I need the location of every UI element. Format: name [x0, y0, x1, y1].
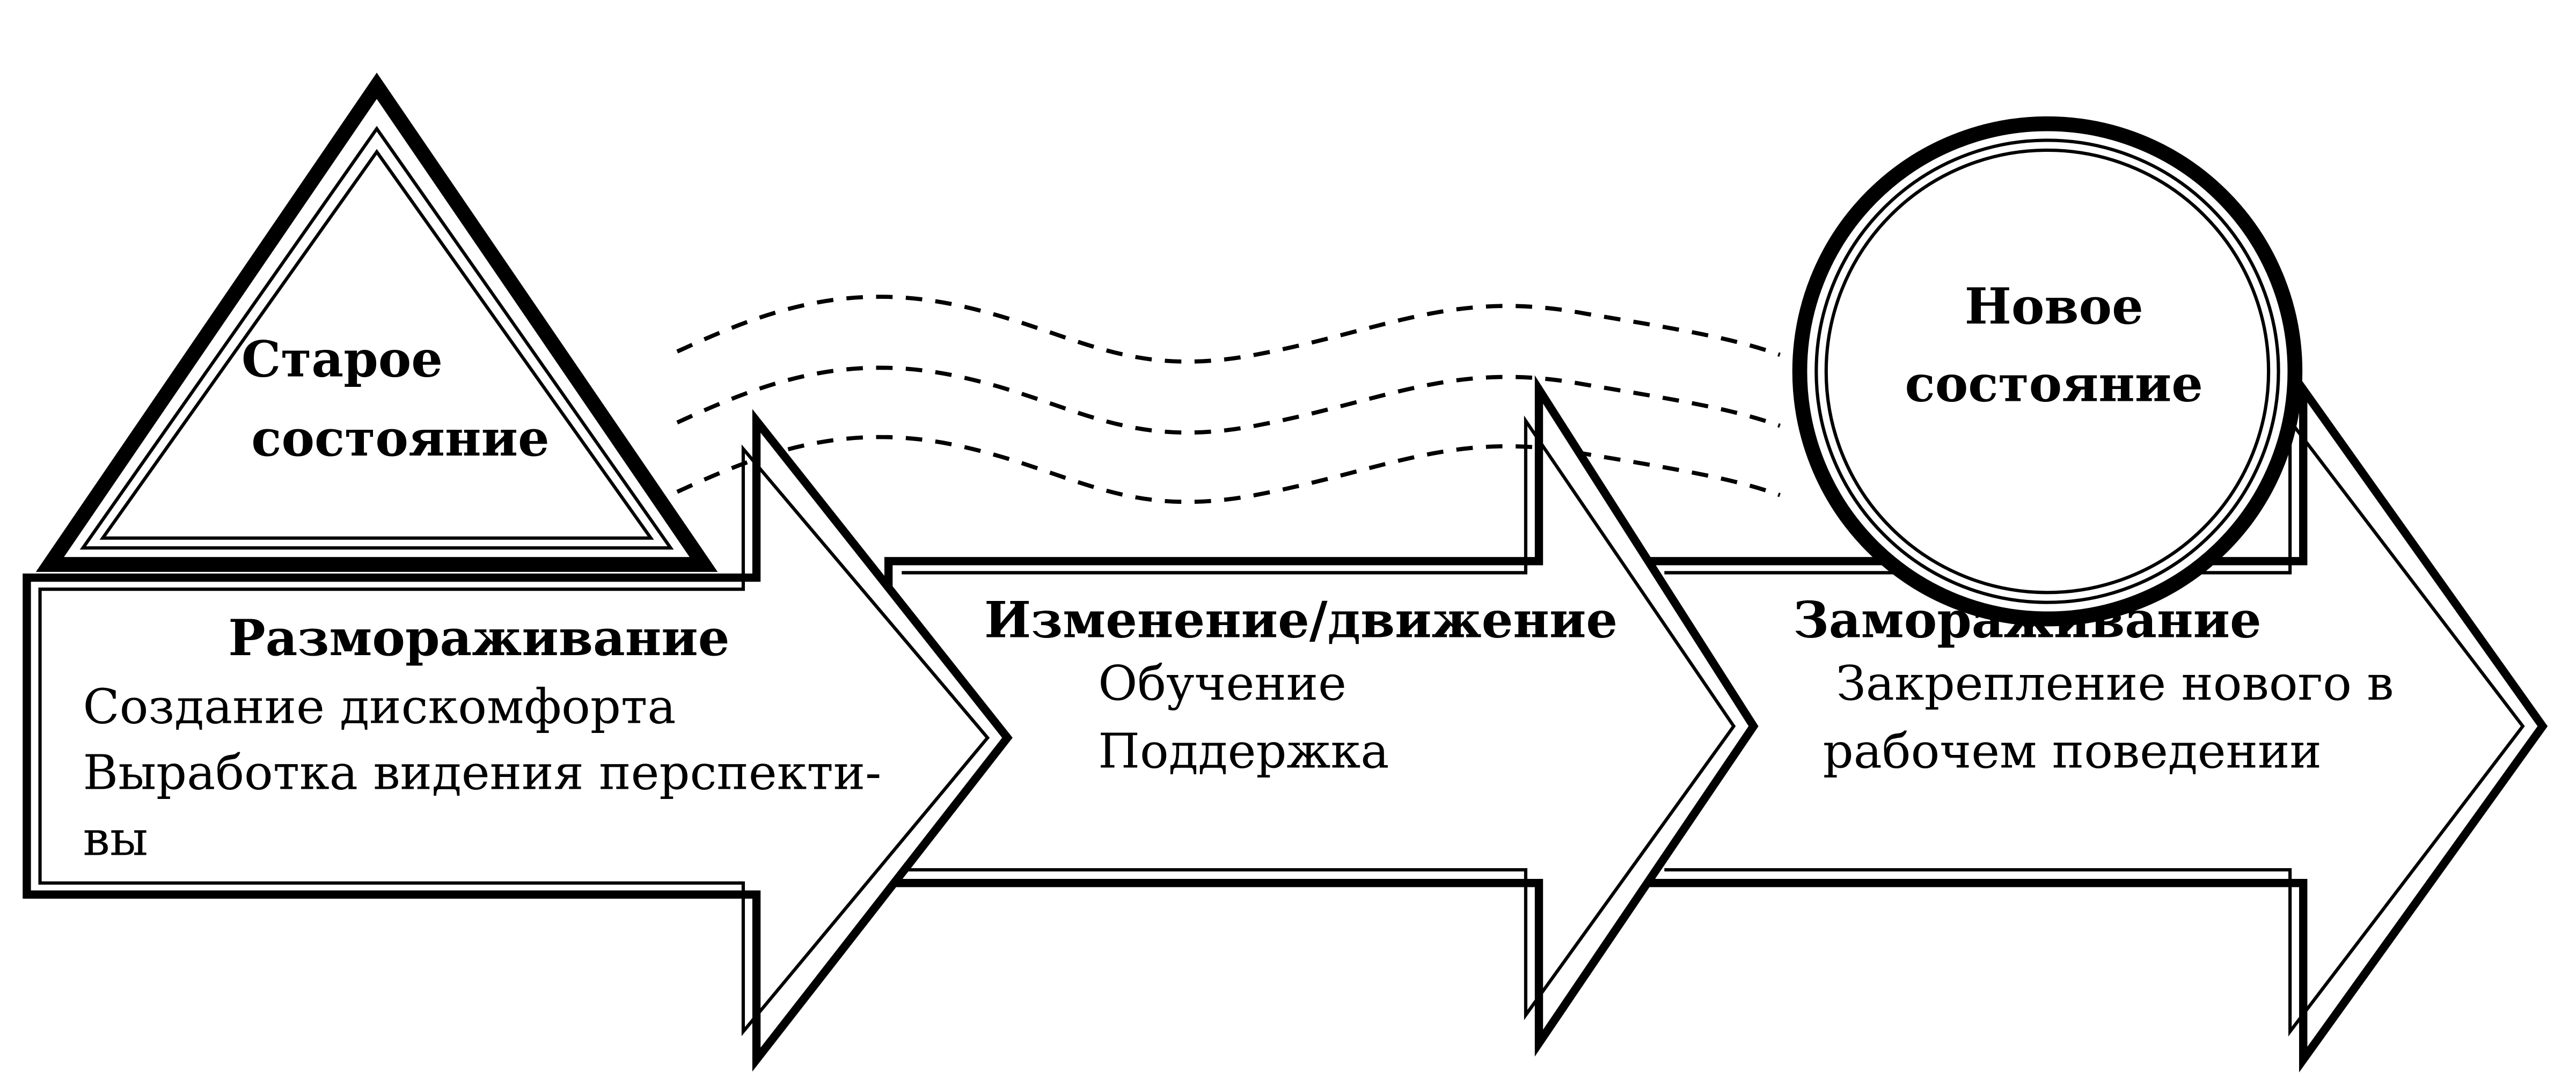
- old-state-triangle: [35, 72, 718, 572]
- dashed-wave-3: [676, 435, 1781, 504]
- stage-2-line-1: Обучение: [1098, 656, 1346, 711]
- stage-3-line-1: Закрепление нового в: [1836, 656, 2394, 711]
- new-state-label-line1: Новое: [1965, 277, 2143, 335]
- old-state-label-line1: Старое: [241, 329, 443, 388]
- stage-1-line-3: вы: [83, 811, 148, 867]
- dashed-wave-2: [676, 365, 1781, 435]
- stage-3-line-2: рабочем поведении: [1823, 723, 2322, 779]
- transition-waves: [676, 295, 1781, 504]
- old-state-label-line2: состояние: [251, 409, 549, 467]
- stage-1-line-1: Создание дискомфорта: [83, 679, 676, 735]
- new-state-label-line2: состояние: [1905, 354, 2203, 413]
- stage-1-line-2: Выработка видения перспекти-: [83, 745, 882, 801]
- arrow-unfreezing: [23, 409, 1013, 1072]
- stage-3-title: Замораживание: [1793, 590, 2261, 649]
- stage-1-title: Размораживание: [228, 608, 729, 667]
- dashed-wave-1: [676, 295, 1781, 364]
- stage-2-title: Изменение/движение: [984, 590, 1618, 649]
- new-state-circle: [1792, 116, 2303, 627]
- arrow-freezing: [1647, 376, 2548, 1073]
- arrow-change: [884, 375, 1759, 1057]
- stage-2-line-2: Поддержка: [1098, 723, 1389, 779]
